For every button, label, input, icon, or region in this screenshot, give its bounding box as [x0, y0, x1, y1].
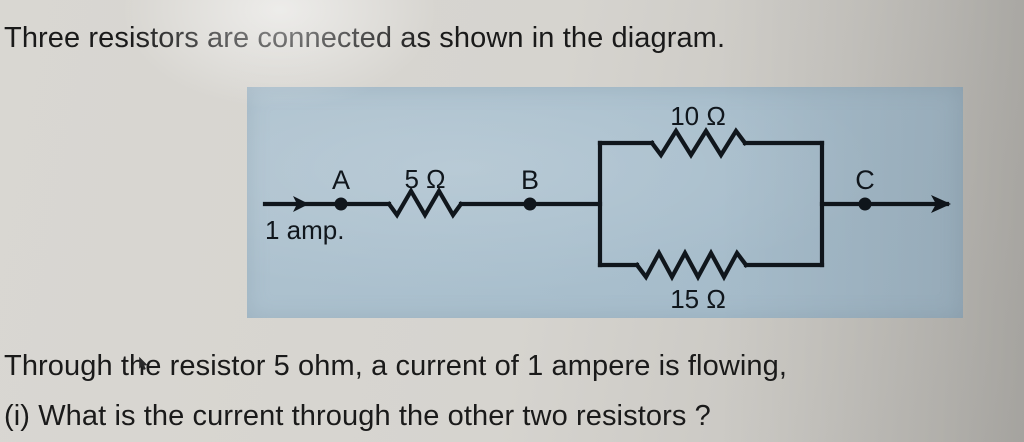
circuit-diagram-panel: A B C 1 amp. 5 Ω 10 Ω 15 Ω [247, 87, 963, 318]
node-dot-b [523, 197, 537, 211]
resistor-label-5ohm: 5 Ω [404, 164, 445, 194]
resistor-label-15ohm: 15 Ω [670, 284, 726, 314]
input-current-label: 1 amp. [265, 215, 345, 245]
resistor-15ohm-symbol [634, 248, 749, 282]
resistor-10ohm-symbol [649, 127, 748, 159]
node-label-b: B [521, 165, 539, 195]
node-dot-a [334, 197, 348, 211]
output-current-arrow-icon [931, 195, 951, 213]
resistor-label-10ohm: 10 Ω [670, 101, 726, 131]
node-label-a: A [332, 165, 350, 195]
resistor-5ohm-symbol [386, 186, 464, 220]
sub-question-i: (i) What is the current through the othe… [4, 400, 711, 432]
question-statement: Through the resistor 5 ohm, a current of… [4, 350, 788, 382]
node-dot-c [858, 197, 872, 211]
page-title: Three resistors are connected as shown i… [4, 22, 726, 54]
circuit-schematic: A B C 1 amp. 5 Ω 10 Ω 15 Ω [262, 101, 951, 314]
input-current-arrow-icon [293, 196, 309, 212]
node-label-c: C [855, 165, 875, 195]
